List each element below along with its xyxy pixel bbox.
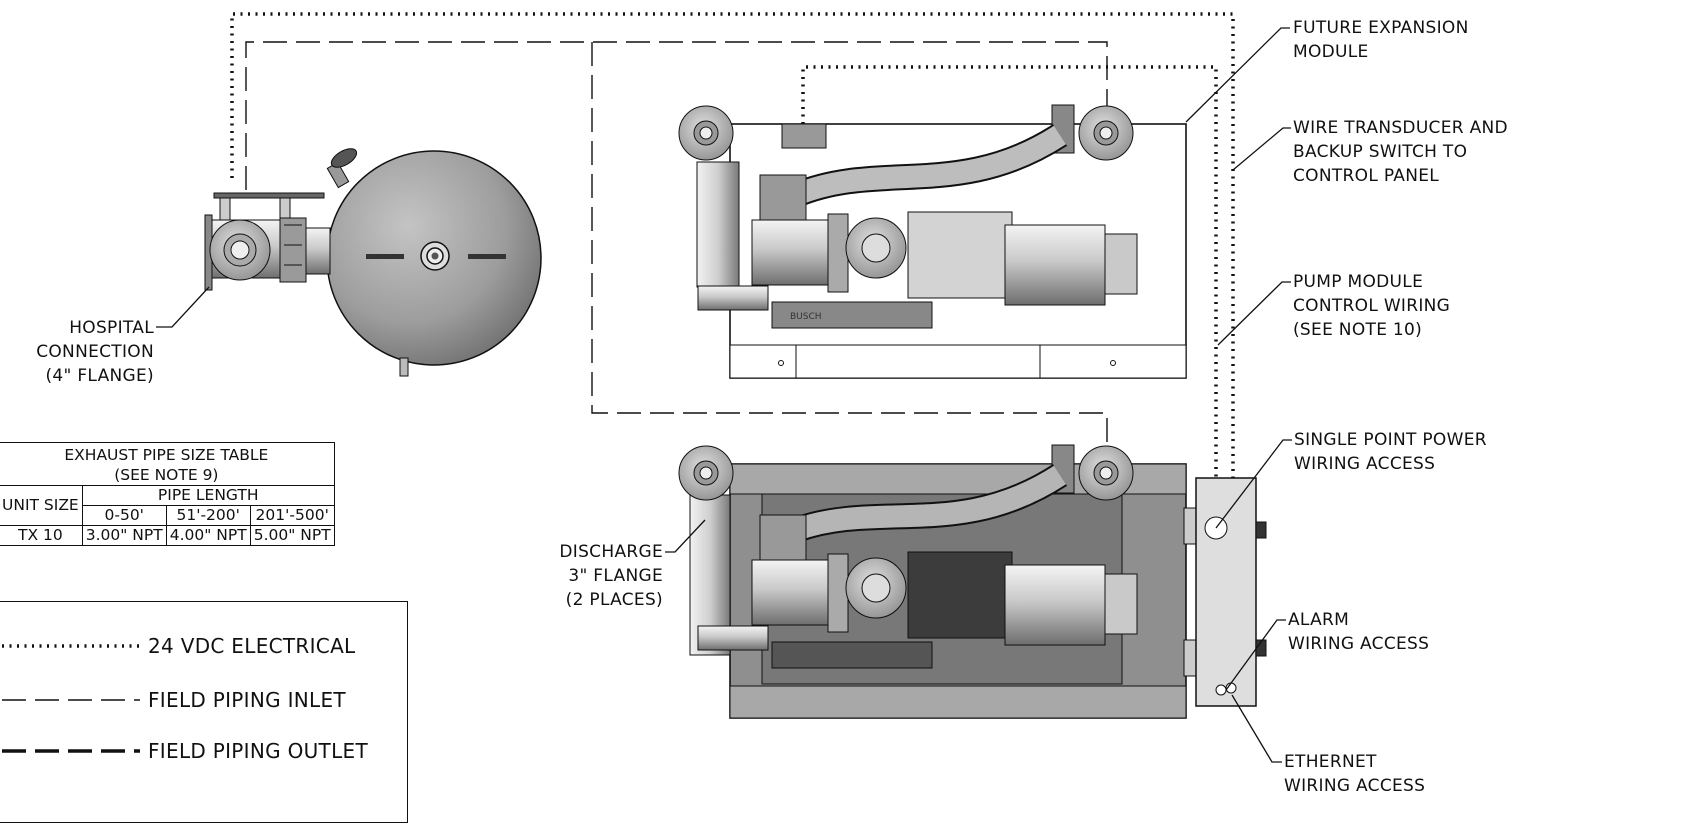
callout-alarm-wiring: ALARM WIRING ACCESS [1288,610,1430,654]
legend-electrical-label: 24 VDC ELECTRICAL [148,634,356,658]
unit-cell: TX 10 [0,525,83,546]
pipe-length-header: PIPE LENGTH [81,485,335,506]
size-cell: 5.00" NPT [249,525,335,546]
callout-wire-transducer: WIRE TRANSDUCER AND BACKUP SWITCH TO CON… [1293,118,1508,186]
callout-hospital-connection: HOSPITAL CONNECTION (4" FLANGE) [36,318,154,386]
table-row: TX 10 3.00" NPT 4.00" NPT 5.00" NPT [0,525,335,546]
table-subtitle: (SEE NOTE 9) [114,466,219,484]
size-cell: 4.00" NPT [165,525,251,546]
tank-inlet-piping [204,192,331,291]
callout-ethernet-wiring: ETHERNET WIRING ACCESS [1284,752,1426,796]
exhaust-pipe-size-table: EXHAUST PIPE SIZE TABLE (SEE NOTE 9) UNI… [0,442,335,546]
range-header: 201'-500' [249,505,335,526]
pump-brand-logo: BUSCH [790,312,822,322]
leader-lines [156,27,1292,763]
legend-line-samples [2,644,142,753]
field-piping-inlet-lines [245,41,1108,447]
legend-inlet-label: FIELD PIPING INLET [148,688,346,712]
legend-outlet-label: FIELD PIPING OUTLET [148,739,368,763]
callout-single-point-power: SINGLE POINT POWER WIRING ACCESS [1294,430,1487,474]
callout-discharge-flange: DISCHARGE 3" FLANGE (2 PLACES) [559,542,663,610]
receiver-tank [326,148,542,377]
table-title-cell: EXHAUST PIPE SIZE TABLE (SEE NOTE 9) [0,442,335,486]
callout-pump-module-control-wiring: PUMP MODULE CONTROL WIRING (SEE NOTE 10) [1293,272,1451,340]
unit-size-header: UNIT SIZE [0,485,83,526]
pump-module [678,444,1187,719]
table-title: EXHAUST PIPE SIZE TABLE [64,446,269,464]
size-cell: 3.00" NPT [81,525,167,546]
range-header: 51'-200' [165,505,251,526]
range-header: 0-50' [81,505,167,526]
electrical-wiring-lines [230,12,1235,478]
drawing-canvas: BUSCH [2,12,1292,763]
callout-future-expansion-module: FUTURE EXPANSION MODULE [1293,18,1469,62]
future-expansion-module: BUSCH [678,104,1187,379]
control-panel [1183,477,1267,707]
